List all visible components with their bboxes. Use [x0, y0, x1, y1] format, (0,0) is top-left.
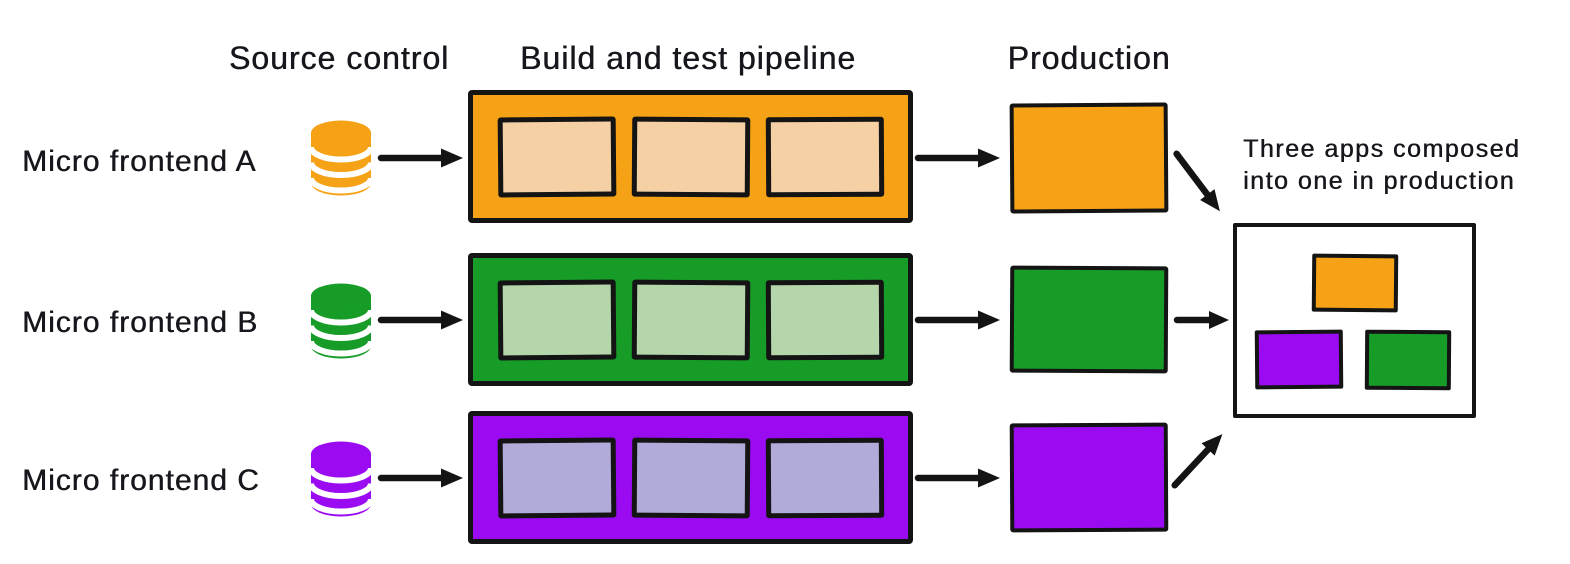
row-label-micro-frontend-c: Micro frontend C [22, 464, 260, 497]
production-box-green [1009, 265, 1169, 374]
pipeline-stage [631, 116, 750, 197]
pipeline-stage [765, 116, 884, 197]
production-box-purple [1009, 422, 1169, 533]
pipeline-stage [631, 279, 750, 360]
arrow-right-icon [914, 310, 1000, 330]
header-source-control: Source control [228, 40, 450, 76]
annotation-composed-apps: Three apps composed into one in producti… [1243, 133, 1520, 197]
database-icon [308, 283, 374, 359]
row-label-micro-frontend-a: Micro frontend A [22, 145, 257, 178]
arrow-down-right-icon [1173, 150, 1220, 212]
arrow-up-right-icon [1171, 434, 1223, 489]
arrow-right-icon [377, 148, 463, 168]
arrow-right-icon [1173, 311, 1229, 329]
database-icon [308, 441, 374, 517]
pipeline-stage [765, 279, 884, 360]
database-icon [308, 120, 374, 196]
composed-app-box [1233, 223, 1476, 418]
pipeline-box-green [468, 253, 913, 386]
pipeline-stage [497, 436, 616, 519]
row-label-micro-frontend-b: Micro frontend B [22, 306, 259, 339]
annotation-line-2: into one in production [1243, 167, 1516, 195]
pipeline-stage [497, 115, 616, 198]
composed-app-green [1364, 329, 1452, 391]
pipeline-box-purple [468, 411, 913, 544]
production-box-orange [1009, 102, 1169, 214]
pipeline-stage [765, 437, 884, 518]
annotation-line-1: Three apps composed [1243, 135, 1521, 163]
arrow-right-icon [377, 310, 463, 330]
pipeline-stage [497, 278, 616, 361]
arrow-right-icon [377, 468, 463, 488]
header-production: Production [1007, 40, 1171, 76]
arrow-right-icon [914, 148, 1000, 168]
pipeline-stage [631, 437, 750, 518]
composed-app-purple [1254, 329, 1344, 390]
arrow-right-icon [914, 468, 1000, 488]
header-build-and-test-pipeline: Build and test pipeline [519, 40, 857, 76]
composed-app-orange [1311, 253, 1399, 313]
pipeline-box-orange [468, 90, 913, 223]
